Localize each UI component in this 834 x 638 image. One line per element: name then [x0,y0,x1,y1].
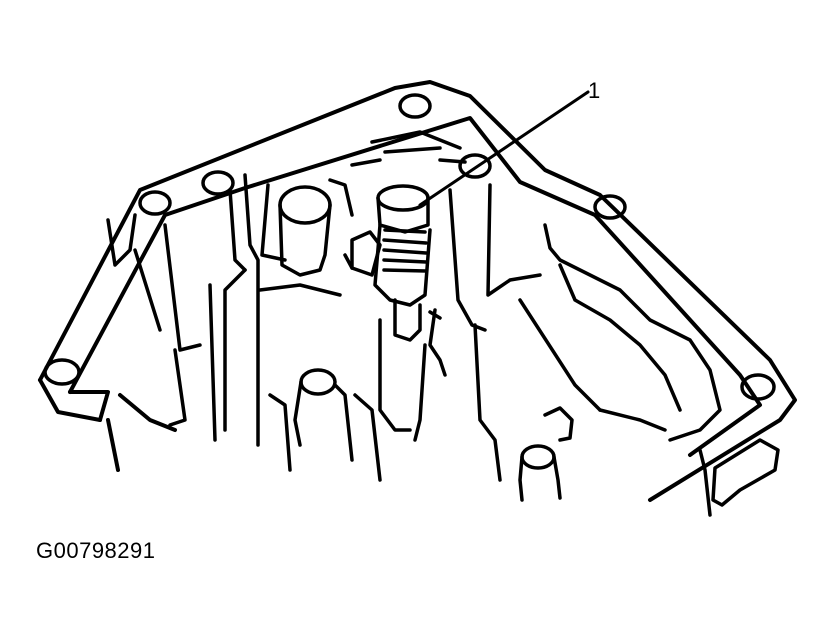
central-boss [258,178,354,297]
callout-label: 1 [588,78,600,103]
upper-inner-ribs [350,130,467,167]
bolt-hole-right [593,194,627,220]
lower-right-bosses [518,406,574,502]
lower-right-tab [698,438,780,517]
bolt-hole-left [43,358,81,386]
bolt-hole-lower-right [740,373,776,401]
bolt-hole-upper-left-2 [201,170,235,196]
bolt-hole-top [398,93,432,119]
valve-assembly [343,184,447,442]
callout-leader-line [418,90,590,207]
bolt-hole-top-right [458,153,492,179]
case-left-walls [106,173,287,447]
case-flange-outline [38,80,797,502]
case-right-walls [448,183,722,482]
lower-bosses [268,368,382,482]
figure-id: G00798291 [36,538,156,563]
bolt-hole-upper-left-1 [138,190,172,216]
callout-1: 1 [418,78,600,207]
flange-bolt-holes [43,93,776,401]
